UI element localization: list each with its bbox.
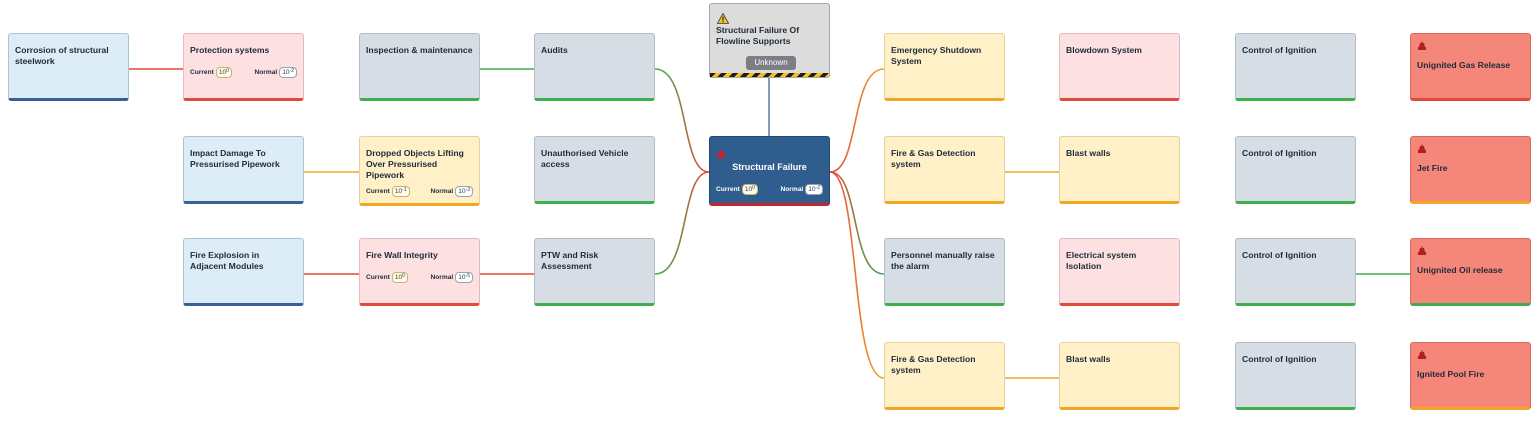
barrier-node[interactable]: Electrical system Isolation	[1059, 238, 1180, 306]
barrier-node[interactable]: Audits	[534, 33, 655, 101]
barrier-label: Audits	[541, 45, 568, 55]
hazard-icon	[1417, 347, 1427, 365]
barrier-label: PTW and Risk Assessment	[541, 250, 599, 271]
barrier-label: Control of Ignition	[1242, 148, 1317, 158]
hazard-stripe	[710, 73, 829, 77]
consequence-node[interactable]: Jet Fire	[1410, 136, 1531, 204]
barrier-label: Control of Ignition	[1242, 45, 1317, 55]
barrier-node[interactable]: Control of Ignition	[1235, 33, 1356, 101]
consequence-label: Unignited Gas Release	[1417, 60, 1511, 70]
threat-label: Corrosion of structural steelwork	[15, 45, 109, 66]
barrier-label: Dropped Objects Lifting Over Pressurised…	[366, 148, 464, 180]
central-metrics: Current 100 Normal 10-2	[716, 184, 823, 195]
normal-value: 10-2	[805, 184, 823, 195]
current-value: 100	[215, 67, 232, 78]
barrier-label: Unauthorised Vehicle access	[541, 148, 629, 169]
barrier-label: Blast walls	[1066, 148, 1111, 158]
connector-line	[829, 68, 885, 173]
consequence-label: Ignited Pool Fire	[1417, 369, 1485, 379]
hazard-icon	[1417, 38, 1427, 56]
barrier-node[interactable]: Unauthorised Vehicle access	[534, 136, 655, 204]
barrier-label: Inspection & maintenance	[366, 45, 473, 55]
current-value: 10-1	[391, 186, 410, 197]
top-event-node[interactable]: Structural Failure Of Flowline Supports …	[709, 3, 830, 78]
normal-label: Normal	[780, 186, 804, 193]
barrier-node[interactable]: Emergency Shutdown System	[884, 33, 1005, 101]
barrier-node[interactable]: Personnel manually raise the alarm	[884, 238, 1005, 306]
barrier-node[interactable]: Control of Ignition	[1235, 136, 1356, 204]
threat-label: Fire Explosion in Adjacent Modules	[190, 250, 264, 271]
barrier-node[interactable]: Blast walls	[1059, 342, 1180, 410]
barrier-label: Fire Wall Integrity	[366, 250, 438, 260]
threat-node[interactable]: Impact Damage To Pressurised Pipework	[183, 136, 304, 204]
barrier-label: Fire & Gas Detection system	[891, 148, 976, 169]
connector-line	[829, 171, 885, 275]
consequence-node[interactable]: Ignited Pool Fire	[1410, 342, 1531, 410]
barrier-node[interactable]: Control of Ignition	[1235, 238, 1356, 306]
barrier-node[interactable]: Fire & Gas Detection system	[884, 136, 1005, 204]
barrier-node[interactable]: Fire & Gas Detection system	[884, 342, 1005, 410]
consequence-node[interactable]: Unignited Oil release	[1410, 238, 1531, 306]
barrier-label: Personnel manually raise the alarm	[891, 250, 995, 271]
current-value: 100	[391, 272, 408, 283]
hazard-icon	[1417, 141, 1427, 159]
normal-value: 10-3	[455, 186, 473, 197]
barrier-label: Fire & Gas Detection system	[891, 354, 976, 375]
consequence-label: Jet Fire	[1417, 163, 1448, 173]
current-label: Current	[716, 186, 740, 193]
threat-node[interactable]: Corrosion of structural steelwork	[8, 33, 129, 101]
normal-value: 10-2	[279, 67, 297, 78]
barrier-node[interactable]: Inspection & maintenance	[359, 33, 480, 101]
hazard-icon	[716, 146, 726, 164]
connector-line	[654, 68, 710, 173]
current-value: 100	[741, 184, 758, 195]
barrier-label: Blowdown System	[1066, 45, 1142, 55]
threat-node[interactable]: Fire Explosion in Adjacent Modules	[183, 238, 304, 306]
hazard-icon	[1417, 243, 1427, 261]
barrier-label: Control of Ignition	[1242, 354, 1317, 364]
barrier-node[interactable]: Blast walls	[1059, 136, 1180, 204]
warning-icon	[716, 11, 730, 29]
threat-label: Impact Damage To Pressurised Pipework	[190, 148, 280, 169]
barrier-label: Emergency Shutdown System	[891, 45, 982, 66]
barrier-label: Blast walls	[1066, 354, 1111, 364]
barrier-label: Protection systems	[190, 45, 270, 55]
barrier-node[interactable]: Control of Ignition	[1235, 342, 1356, 410]
barrier-node[interactable]: Blowdown System	[1059, 33, 1180, 101]
top-event-title: Structural Failure Of Flowline Supports	[716, 25, 800, 46]
central-event-node[interactable]: Structural Failure Current 100 Normal 10…	[709, 136, 830, 206]
consequence-label: Unignited Oil release	[1417, 265, 1503, 275]
consequence-node[interactable]: Unignited Gas Release	[1410, 33, 1531, 101]
status-badge[interactable]: Unknown	[746, 56, 796, 70]
barrier-node[interactable]: Dropped Objects Lifting Over Pressurised…	[359, 136, 480, 206]
central-event-title: Structural Failure	[732, 162, 807, 172]
barrier-label: Control of Ignition	[1242, 250, 1317, 260]
barrier-node[interactable]: PTW and Risk Assessment	[534, 238, 655, 306]
barrier-label: Electrical system Isolation	[1066, 250, 1137, 271]
connector-line	[654, 171, 710, 275]
normal-value: 10-5	[455, 272, 473, 283]
connector-line	[829, 171, 885, 379]
